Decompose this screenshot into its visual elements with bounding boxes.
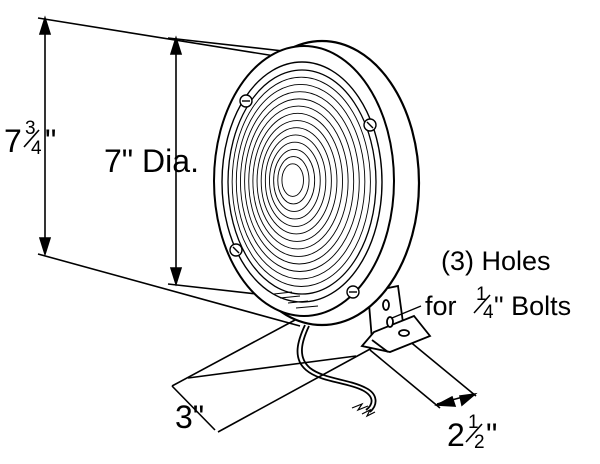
- lens-ring: [281, 163, 304, 197]
- diameter-label: 7" Dia.: [104, 143, 199, 179]
- holes-note-prefix: for: [425, 291, 457, 321]
- lens-ring: [252, 112, 343, 250]
- base-width-denominator: 2: [474, 432, 485, 453]
- depth-label: 3": [175, 399, 204, 435]
- holes-leader-line: [391, 305, 422, 319]
- overall-height-whole: 7: [4, 123, 22, 159]
- base-width-numerator: 1: [468, 412, 479, 433]
- lens-ring: [231, 76, 371, 287]
- overall-height-unit: ": [45, 123, 56, 159]
- lens-ring: [277, 156, 310, 205]
- lens-ring: [239, 91, 360, 272]
- lens-ring: [260, 127, 332, 235]
- lens-screws: [229, 94, 377, 299]
- base-width-whole: 2: [447, 417, 465, 453]
- lens-shading: [273, 291, 319, 309]
- holes-note-fraction-numerator: 1: [476, 284, 487, 305]
- overall-height-denominator: 4: [31, 138, 42, 159]
- lens-ring: [264, 134, 327, 227]
- lens-ring: [248, 105, 349, 257]
- holes-note-fraction-denominator: 4: [483, 302, 494, 323]
- fresnel-lens-rings: [227, 69, 377, 295]
- lens-ring: [227, 69, 377, 295]
- lens-ring: [269, 141, 321, 220]
- lens-ring: [256, 120, 338, 242]
- overall-height-numerator: 3: [25, 118, 36, 139]
- lens-ring: [273, 148, 316, 212]
- base-width-label: 2 1 2 ": [447, 412, 497, 453]
- wire-pigtail: [296, 324, 377, 418]
- base-width-unit: ": [486, 417, 497, 453]
- lens-ring: [235, 83, 366, 280]
- overall-height-label: 7 3 4 ": [4, 118, 56, 159]
- dimension-lines: [37, 15, 478, 433]
- holes-note: (3) Holes for 1 4 " Bolts: [425, 246, 571, 323]
- lens-ring: [244, 98, 355, 265]
- holes-note-line1: (3) Holes: [441, 246, 551, 276]
- holes-note-suffix: " Bolts: [494, 291, 571, 321]
